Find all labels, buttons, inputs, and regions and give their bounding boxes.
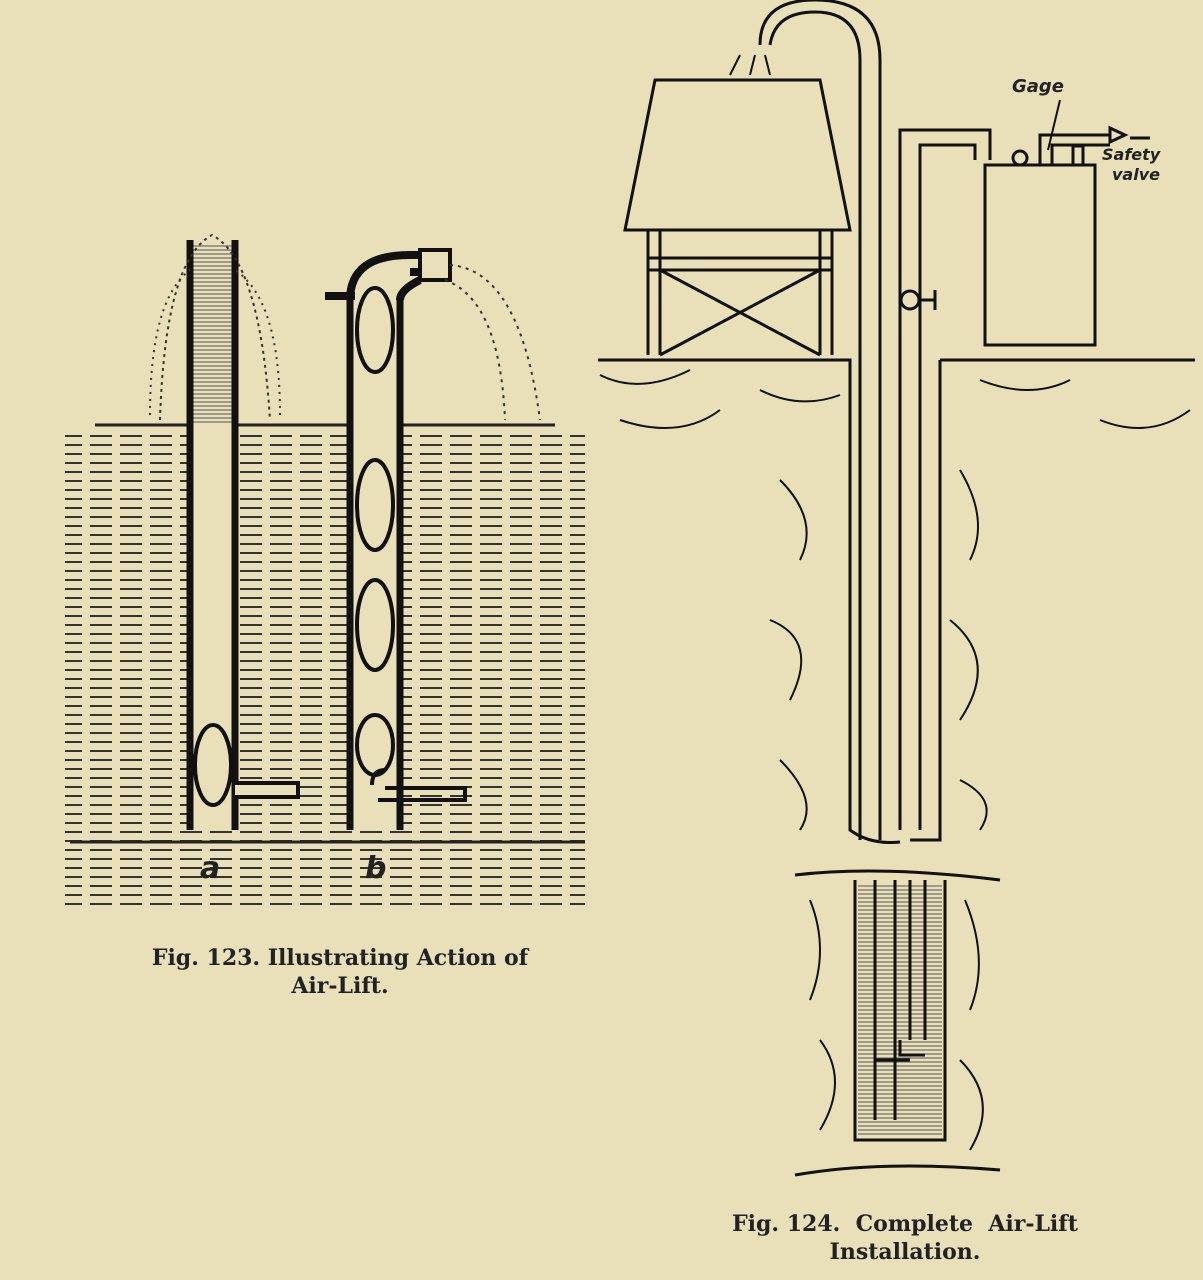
fig123-caption: Fig. 123. Illustrating Action of Air-Lif… xyxy=(90,944,590,1000)
safety-label: Safety xyxy=(1102,145,1161,164)
air-pipe xyxy=(898,128,992,830)
well-bottom-section xyxy=(794,869,1001,1177)
valve-label: valve xyxy=(1112,165,1160,184)
fig124-caption-line2: Installation. xyxy=(829,1239,981,1265)
fig124-diagram: Gage Safety valve xyxy=(598,0,1195,1177)
water-body xyxy=(65,428,585,906)
air-compressor xyxy=(983,99,1150,347)
fig123-diagram: a b xyxy=(65,233,585,906)
label-b: b xyxy=(365,851,386,886)
fig124-caption-line1: Fig. 124. Complete Air-Lift xyxy=(732,1211,1078,1237)
label-a: a xyxy=(200,851,220,886)
water-tank xyxy=(623,78,852,357)
fig123-caption-line2: Air-Lift. xyxy=(291,973,389,999)
gage-label: Gage xyxy=(1012,76,1064,97)
air-valve xyxy=(899,289,921,311)
pipe-a xyxy=(149,233,300,830)
fig124-caption: Fig. 124. Complete Air-Lift Installation… xyxy=(655,1210,1155,1266)
ground xyxy=(598,358,1195,844)
pipe-b xyxy=(325,248,541,830)
discharge-pipe xyxy=(729,0,882,840)
fig123-caption-line1: Fig. 123. Illustrating Action of xyxy=(151,945,529,971)
